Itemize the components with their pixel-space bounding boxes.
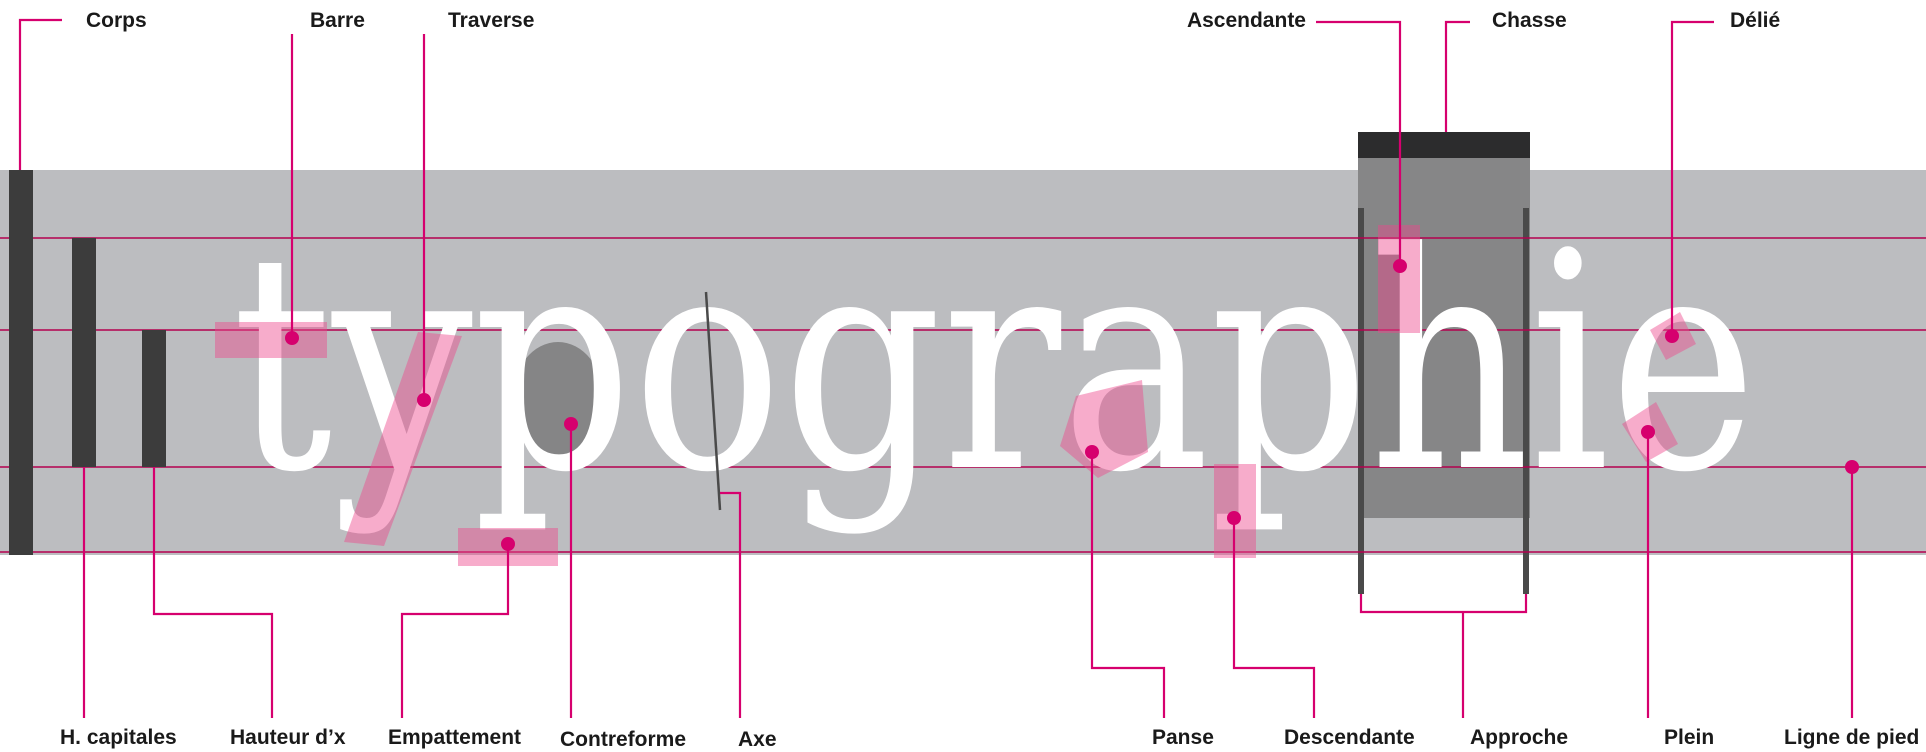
counter-highlight [512, 342, 604, 458]
contreforme-dot [564, 417, 578, 431]
ligne-de-pied-dot [1845, 460, 1859, 474]
corps-bar [9, 170, 33, 555]
label-axe: Axe [738, 728, 777, 751]
label-barre: Barre [310, 9, 365, 32]
delie-leader [1670, 20, 1714, 336]
hauteur-x-leader [152, 467, 274, 718]
chasse-cap [1358, 132, 1530, 158]
ascendante-dot [1393, 259, 1407, 273]
descendante-leader [1232, 518, 1316, 718]
approche-right-bar [1523, 208, 1529, 594]
delie-dot [1665, 329, 1679, 343]
plein-dot [1641, 425, 1655, 439]
traverse-highlight [344, 332, 462, 546]
x-height-bar [142, 330, 166, 467]
label-h-capitales: H. capitales [60, 726, 177, 749]
traverse-dot [417, 393, 431, 407]
panse-leader [1090, 452, 1166, 718]
approche-left-bar [1358, 208, 1364, 594]
empattement-leader [400, 544, 510, 718]
label-chasse: Chasse [1492, 9, 1567, 32]
label-empattement: Empattement [388, 726, 521, 749]
axis-stroke [704, 291, 722, 511]
cap-height-bar [72, 238, 96, 467]
panse-highlight [1060, 380, 1148, 478]
empattement-dot [501, 537, 515, 551]
approche-bracket [1359, 594, 1528, 614]
chasse-leader [1444, 20, 1470, 132]
label-delie: Délié [1730, 9, 1780, 32]
chasse-box [1358, 155, 1530, 518]
label-hauteur-x: Hauteur d’x [230, 726, 346, 749]
label-ascendante: Ascendante [1187, 9, 1306, 32]
ascendante-leader [1316, 20, 1402, 266]
body-band [0, 170, 1926, 555]
label-corps: Corps [86, 9, 147, 32]
label-contreforme: Contreforme [560, 728, 686, 751]
label-ligne-de-pied: Ligne de pied [1784, 726, 1919, 749]
panse-dot [1085, 445, 1099, 459]
axe-leader [720, 491, 742, 718]
label-traverse: Traverse [448, 9, 534, 32]
label-plein: Plein [1664, 726, 1714, 749]
barre-dot [285, 331, 299, 345]
specimen-word: typographie [232, 189, 1757, 538]
corps-leader [18, 18, 62, 170]
label-panse: Panse [1152, 726, 1214, 749]
descendante-dot [1227, 511, 1241, 525]
label-descendante: Descendante [1284, 726, 1415, 749]
label-approche: Approche [1470, 726, 1568, 749]
barre-highlight [215, 322, 327, 358]
